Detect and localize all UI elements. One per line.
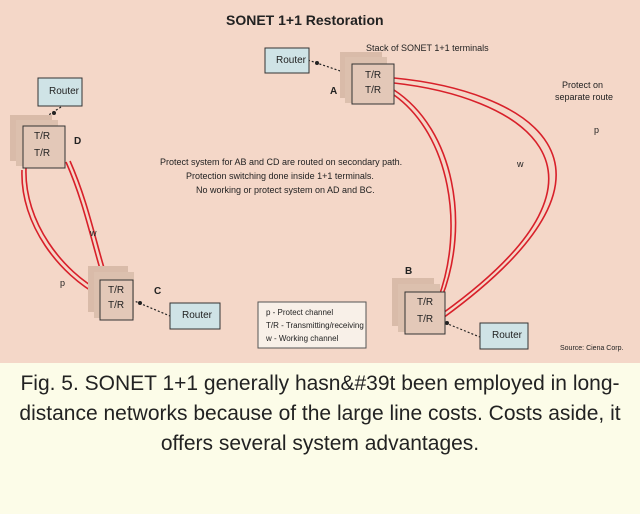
link-label-right-p: p bbox=[594, 125, 600, 135]
terminal-stack-c bbox=[88, 266, 134, 321]
router-b-label: Router bbox=[492, 330, 523, 341]
terminal-d-line2: T/R bbox=[34, 148, 51, 159]
protect-label-line1: Protect on bbox=[562, 80, 604, 90]
node-b-letter: B bbox=[405, 266, 413, 277]
note-line-2: Protection switching done inside 1+1 ter… bbox=[186, 171, 374, 181]
router-c-label: Router bbox=[182, 310, 213, 321]
legend-tr: T/R - Transmitting/receiving bbox=[266, 321, 364, 330]
router-c-box bbox=[169, 302, 221, 330]
link-ab-protect bbox=[393, 77, 557, 319]
note-line-3: No working or protect system on AD and B… bbox=[196, 185, 375, 195]
diagram-figure: SONET 1+1 Restoration Stack of SONET 1+1… bbox=[0, 0, 640, 363]
router-a-box bbox=[264, 47, 310, 74]
terminal-stack-d bbox=[10, 115, 66, 169]
figure-caption: Fig. 5. SONET 1+1 generally hasn&#39t be… bbox=[19, 372, 621, 455]
link-dc-working bbox=[65, 160, 109, 283]
source-credit: Source: Ciena Corp. bbox=[560, 345, 624, 352]
router-d-box bbox=[37, 77, 83, 107]
legend-w: w - Working channel bbox=[266, 334, 339, 343]
terminal-d-line1: T/R bbox=[34, 131, 51, 142]
terminal-b-line1: T/R bbox=[417, 297, 434, 308]
diagram-title: SONET 1+1 Restoration bbox=[226, 12, 384, 28]
network-diagram bbox=[10, 47, 557, 350]
router-b-box bbox=[479, 322, 529, 350]
connector-b bbox=[437, 319, 481, 338]
link-label-left-p: p bbox=[60, 278, 66, 288]
protect-label-line2: separate route bbox=[555, 92, 614, 102]
legend-p: p - Protect channel bbox=[266, 308, 334, 317]
fiber-links bbox=[21, 77, 557, 319]
terminal-c-line1: T/R bbox=[108, 285, 125, 296]
connector-c bbox=[131, 299, 171, 317]
terminal-c-line2: T/R bbox=[108, 300, 125, 311]
terminal-a-line1: T/R bbox=[365, 70, 382, 81]
note-line-1: Protect system for AB and CD are routed … bbox=[160, 157, 403, 167]
legend-box bbox=[257, 301, 367, 349]
router-a-label: Router bbox=[276, 55, 307, 66]
link-label-right-w: w bbox=[517, 159, 524, 169]
node-d-letter: D bbox=[74, 136, 82, 147]
link-label-left-w: w bbox=[90, 228, 97, 238]
router-d-label: Router bbox=[49, 86, 80, 97]
link-ab-working bbox=[393, 89, 457, 300]
stack-label: Stack of SONET 1+1 terminals bbox=[366, 43, 489, 53]
terminal-stack-b bbox=[392, 278, 446, 335]
node-a-letter: A bbox=[330, 86, 338, 97]
node-c-letter: C bbox=[154, 286, 162, 297]
terminal-a-line2: T/R bbox=[365, 85, 382, 96]
terminal-b-line2: T/R bbox=[417, 314, 434, 325]
terminal-stack-a bbox=[340, 52, 395, 105]
